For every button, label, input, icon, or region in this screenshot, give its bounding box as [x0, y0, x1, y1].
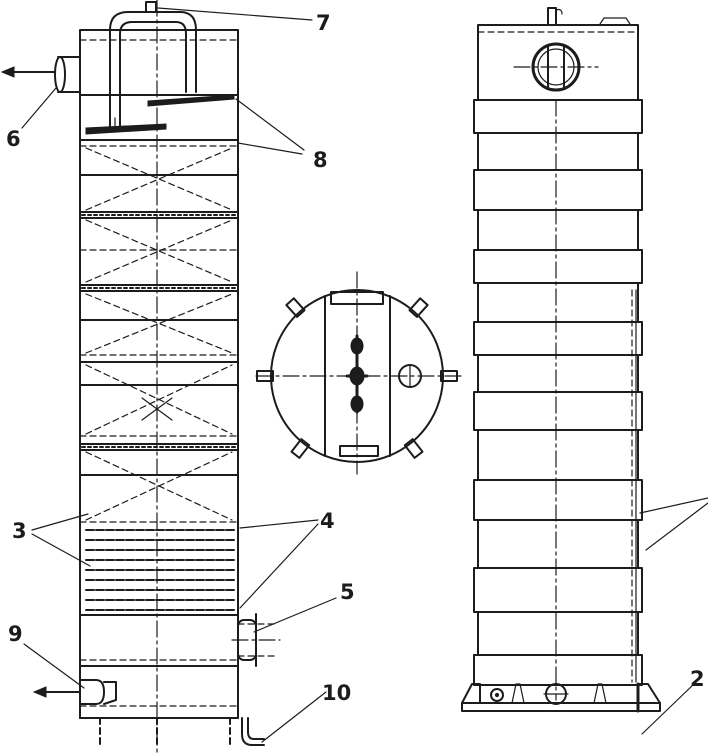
lifting-lug: [599, 17, 631, 25]
shell-course: [473, 169, 643, 211]
mounting-lug-top-right: [408, 297, 429, 318]
top-vent-pipe: [547, 7, 557, 26]
plan-lugs: [256, 297, 458, 459]
callout-7: 7: [316, 11, 331, 35]
packing-cross-small: [141, 397, 173, 421]
packing-cross-line: [85, 219, 233, 283]
leader-5: [253, 597, 337, 633]
leader-4-upper: [239, 519, 319, 529]
mounting-lug-bottom-right: [403, 438, 424, 459]
packing-cross-line: [85, 147, 233, 211]
distributor-pipe-inner: [119, 21, 187, 129]
top-vent-hook: [555, 8, 563, 15]
shell-course: [473, 321, 643, 356]
mounting-lug-left: [256, 370, 274, 382]
packing-sections: [79, 94, 239, 707]
packing-cross-line: [85, 293, 233, 354]
shell-course: [473, 249, 643, 284]
gusset-inner-left: [511, 683, 525, 704]
leader-3-lower: [31, 533, 91, 567]
mounting-lug-top-left: [285, 297, 306, 318]
packing-cross-line: [85, 364, 233, 435]
gas-inlet-arrowhead: [32, 686, 47, 698]
plan-top-nozzle: [330, 291, 384, 305]
gusset-right: [637, 683, 661, 704]
shell-course: [477, 611, 639, 656]
packing-cross-line: [85, 147, 233, 211]
packing-cross-line: [85, 293, 233, 354]
leader-7: [157, 7, 313, 21]
leader-8-lower: [237, 142, 303, 155]
gas-outlet-nozzle: [57, 56, 81, 93]
base-drain-hole-center: [494, 692, 500, 698]
packing-cross-line: [85, 451, 233, 521]
callout-2: 2: [690, 667, 705, 691]
gusset-left: [461, 683, 481, 704]
callout-3: 3: [12, 519, 27, 543]
shell-courses: [473, 24, 643, 686]
shell-course: [473, 391, 643, 431]
plan-bottom-nozzle: [339, 445, 379, 457]
baffle-plate-upper: [147, 94, 235, 107]
gas-inlet-bracket: [103, 681, 117, 705]
shell-course: [477, 354, 639, 393]
shell-course: [473, 479, 643, 521]
top-inlet-fitting: [145, 1, 157, 13]
mounting-lug-right: [440, 370, 458, 382]
leader-cut-lower: [645, 502, 708, 551]
callout-8: 8: [313, 148, 328, 172]
packing-cross-line: [85, 219, 233, 283]
callout-10: 10: [322, 681, 351, 705]
leader-cut-upper: [639, 497, 708, 514]
leader-6: [21, 87, 57, 129]
leader-3-upper: [31, 513, 89, 531]
leader-2: [641, 683, 695, 735]
shell-course: [473, 99, 643, 134]
callout-9: 9: [8, 622, 23, 646]
leader-9: [23, 643, 85, 689]
right-elevation: 2: [461, 7, 708, 735]
shell-course: [477, 519, 639, 569]
drain-pipe-10-inner: [247, 717, 265, 740]
base-plate: [461, 702, 661, 712]
plan-manhole-symbol: [398, 364, 422, 388]
leader-8-upper: [235, 98, 305, 151]
gusset-inner-right: [593, 683, 607, 704]
callout-6: 6: [6, 127, 21, 151]
callout-4: 4: [320, 509, 335, 533]
plan-distributor-node-bottom: [350, 395, 364, 413]
shell-course: [477, 429, 639, 481]
shell-course: [477, 132, 639, 171]
shell-course: [473, 654, 643, 686]
gas-outlet-arrowhead: [0, 66, 15, 78]
plan-distributor-node-top: [350, 337, 364, 355]
drain-pipe-10: [241, 717, 265, 746]
base-drain-hole: [490, 688, 504, 702]
mounting-lug-bottom-left: [290, 438, 311, 459]
gas-inlet-nozzle-9: [79, 679, 105, 705]
baffle-plate-lower: [85, 123, 167, 135]
plan-view: [255, 271, 463, 475]
leader-4-lower: [239, 523, 319, 609]
callout-5: 5: [340, 580, 355, 604]
left-elevation: 7 6 8 3 4 5 9 10: [0, 0, 355, 753]
shell-course: [477, 209, 639, 251]
leader-10: [261, 691, 327, 743]
shell-course: [477, 282, 639, 323]
shell-course: [473, 567, 643, 613]
gas-outlet-flange: [54, 56, 66, 93]
